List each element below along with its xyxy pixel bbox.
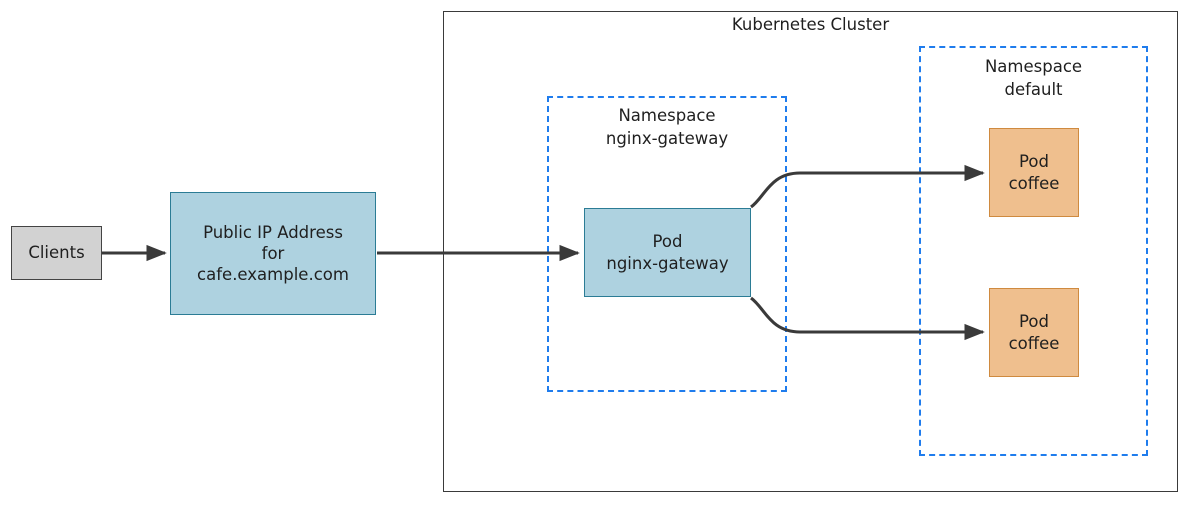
node-public-ip-address[interactable]: Public IP Address for cafe.example.com <box>170 192 376 315</box>
node-pod-coffee-1[interactable]: Pod coffee <box>989 128 1079 217</box>
namespace-nginx-gateway-boundary <box>547 96 787 392</box>
node-pod-coffee-2[interactable]: Pod coffee <box>989 288 1079 377</box>
kubernetes-cluster-label: Kubernetes Cluster <box>731 15 890 34</box>
namespace-default-boundary <box>919 46 1148 456</box>
node-pod-coffee-1-label: Pod coffee <box>1008 152 1060 193</box>
node-public-ip-address-label: Public IP Address for cafe.example.com <box>197 222 349 285</box>
node-pod-nginx-gateway-label: Pod nginx-gateway <box>606 232 729 273</box>
namespace-nginx-gateway-label: Namespace nginx-gateway <box>605 106 729 148</box>
node-clients-label: Clients <box>28 243 85 263</box>
node-pod-coffee-2-label: Pod coffee <box>1008 312 1060 353</box>
namespace-default-label: Namespace default <box>984 57 1083 99</box>
node-clients[interactable]: Clients <box>11 226 102 280</box>
node-pod-nginx-gateway[interactable]: Pod nginx-gateway <box>584 208 751 297</box>
